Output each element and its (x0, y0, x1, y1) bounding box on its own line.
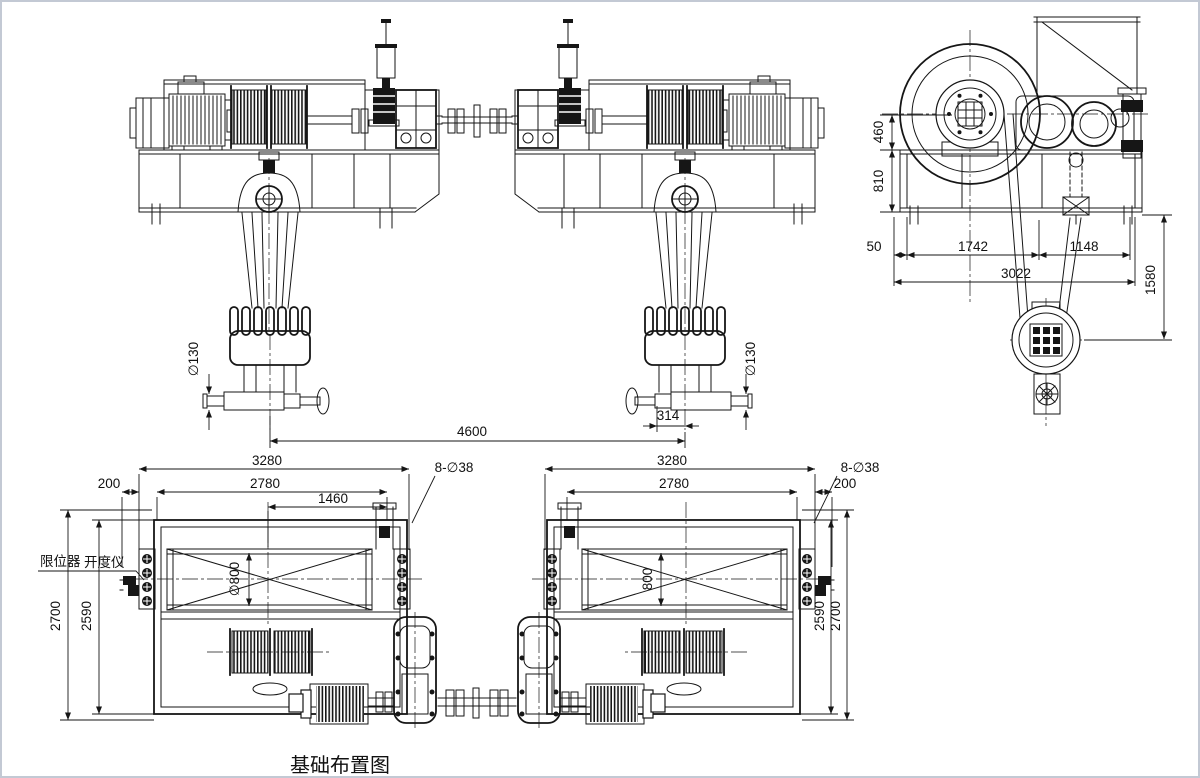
plan-left-dimensions: 3280 2780 1460 200 8-∅38 ∅800 2700 2590 … (38, 453, 474, 721)
elevation-line-shaft (441, 104, 513, 138)
dim-total-width: 3022 (1001, 266, 1031, 281)
dim-hook-drop: 1580 (1143, 265, 1158, 295)
dim-plan-right-edge-margin: 200 (834, 476, 857, 491)
note-plan-right-anchor-holes: 8-∅38 (841, 460, 880, 475)
dim-edge-offset: 50 (866, 239, 881, 254)
dim-plan-left-inner-width: 2780 (250, 476, 280, 491)
plan-line-shaft (437, 687, 517, 719)
dim-frame-depth: 810 (871, 170, 886, 193)
dim-drum-center-height: 460 (871, 121, 886, 144)
plan-view (119, 501, 835, 729)
dim-plan-right-overall-width: 3280 (657, 453, 687, 468)
dim-plan-left-half-width: 1460 (318, 491, 348, 506)
elevation-view (129, 18, 825, 431)
label-opening-gauge: 开度仪 (84, 555, 125, 570)
dim-gear-span: 1148 (1069, 239, 1098, 254)
title-block: 基础布置图 (290, 754, 390, 777)
dim-hook-dia-right: ∅130 (743, 342, 758, 376)
dim-hook-dia-left: ∅130 (186, 342, 201, 376)
note-plan-left-anchor-holes: 8-∅38 (435, 460, 474, 475)
dim-plan-left-inner-depth: 2590 (79, 601, 94, 631)
hook-block-right (625, 306, 753, 431)
label-limit-switch: 限位器 (40, 554, 81, 569)
dim-plan-left-drum-dia: ∅800 (227, 562, 242, 596)
dim-rope-offset: 314 (657, 408, 680, 423)
dim-plan-right-inner-depth: 2590 (812, 601, 827, 631)
elevation-dimensions: ∅130 ∅130 4600 314 (186, 342, 758, 448)
plan-right-dimensions: 3280 2780 200 8-∅38 800 2590 2700 (544, 453, 880, 721)
side-view (882, 16, 1150, 426)
dim-hook-span: 4600 (457, 424, 487, 439)
dim-drum-span: 1742 (958, 239, 988, 254)
dim-plan-right-drum-dia: 800 (640, 568, 655, 591)
dim-plan-left-overall-depth: 2700 (48, 601, 63, 631)
hook-block-left (202, 306, 330, 431)
dim-plan-left-edge-margin: 200 (98, 476, 121, 491)
dim-plan-right-inner-width: 2780 (659, 476, 689, 491)
dim-plan-right-overall-depth: 2700 (828, 601, 843, 631)
drawing-title: 基础布置图 (290, 754, 390, 777)
dim-plan-left-overall-width: 3280 (252, 453, 282, 468)
side-view-dimensions: 460 810 50 1742 1148 3022 1580 (866, 114, 1172, 341)
